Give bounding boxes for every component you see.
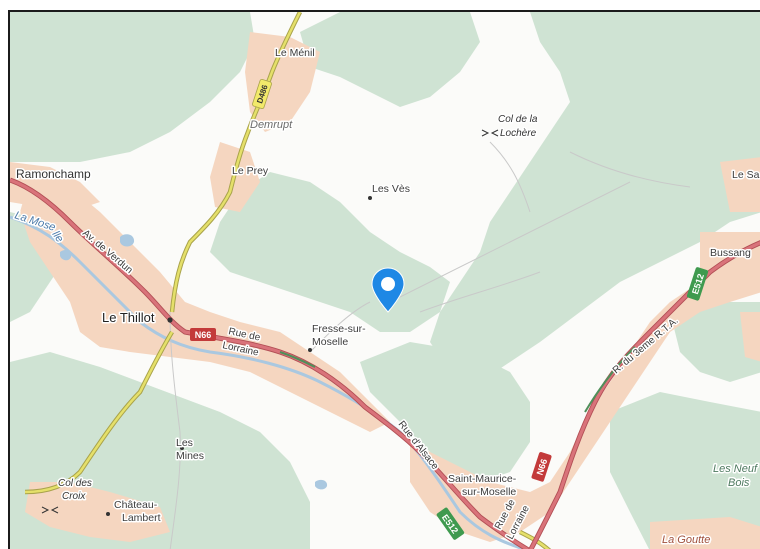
water-features	[10, 215, 529, 549]
shield-n66-a: N66	[190, 328, 216, 341]
label-col-croix-1: Col des	[58, 478, 92, 489]
label-bussang: Bussang	[710, 247, 751, 259]
forest-mid-south	[360, 342, 530, 482]
road-green-segment-2	[279, 351, 316, 368]
lake-1	[120, 234, 135, 247]
label-le-thillot: Le Thillot	[102, 310, 155, 325]
urban-le-sa	[720, 157, 760, 212]
pass-symbols	[41, 129, 499, 514]
label-demrupt: Demrupt	[250, 119, 293, 131]
locality-labels: Demrupt Les Neuf Bois La Goutte	[249, 118, 760, 548]
town-labels: Ramonchamp Le Thillot Le Ménil Le Prey L…	[15, 46, 760, 526]
shield-n66-b: N66	[531, 452, 552, 482]
label-col-lochere-1: Col de la	[498, 114, 538, 125]
shield-e512-a: E512	[686, 267, 709, 301]
forest-northeast	[430, 12, 760, 382]
label-col-croix-2: Croix	[62, 491, 86, 502]
pass-labels: Col de la Lochère Col des Croix	[57, 113, 540, 504]
secondary-roads	[24, 12, 552, 549]
urban-le-thillot	[20, 177, 390, 432]
label-les-neuf-bois-2: Bois	[728, 477, 750, 489]
map-pin-icon[interactable]	[371, 267, 405, 313]
forest-northwest	[10, 12, 255, 162]
forest-east	[670, 302, 760, 382]
map-canvas[interactable]: N66 N66 E512 E512 D486	[8, 10, 760, 549]
urban-chateau-lambert	[25, 482, 170, 542]
label-la-goutte: La Goutte	[662, 534, 710, 546]
main-roads	[10, 177, 760, 549]
label-chateau-2: Lambert	[122, 512, 161, 524]
label-fresse-1: Fresse-sur-	[312, 323, 366, 335]
label-les-ves: Les Vès	[372, 183, 410, 195]
road-green-segment	[584, 346, 636, 413]
forest-north-center	[300, 12, 480, 107]
road-shields: N66 N66 E512 E512 D486	[190, 78, 709, 540]
label-les-mines-2: Mines	[176, 450, 204, 462]
lake-3	[315, 479, 328, 490]
urban-ramonchamp	[10, 162, 100, 212]
label-chateau-1: Château-	[114, 499, 158, 511]
label-fresse-2: Moselle	[312, 336, 348, 348]
label-saint-maurice-1: Saint-Maurice-	[448, 473, 517, 485]
urban-east-edge	[740, 312, 760, 362]
minor-roads	[169, 141, 691, 549]
town-dots	[106, 196, 372, 516]
svg-text:N66: N66	[195, 330, 212, 340]
label-le-sa: Le Sa	[732, 169, 760, 181]
label-saint-maurice-2: sur-Moselle	[462, 486, 516, 498]
urban-saint-maurice	[410, 252, 760, 542]
label-ramonchamp: Ramonchamp	[16, 167, 91, 181]
lake-2	[60, 249, 72, 261]
svg-text:N66: N66	[535, 458, 550, 477]
label-col-lochere-2: Lochère	[500, 128, 537, 139]
forest-southeast	[610, 392, 760, 549]
label-le-prey: Le Prey	[232, 165, 269, 177]
shield-d486: D486	[252, 78, 272, 110]
urban-la-goutte	[650, 517, 760, 549]
river-moselle	[10, 215, 529, 549]
label-les-neuf-bois-1: Les Neuf	[713, 463, 758, 475]
label-les-mines-1: Les	[176, 437, 193, 449]
label-le-menil: Le Ménil	[275, 47, 315, 59]
map-svg[interactable]: N66 N66 E512 E512 D486	[10, 12, 760, 549]
